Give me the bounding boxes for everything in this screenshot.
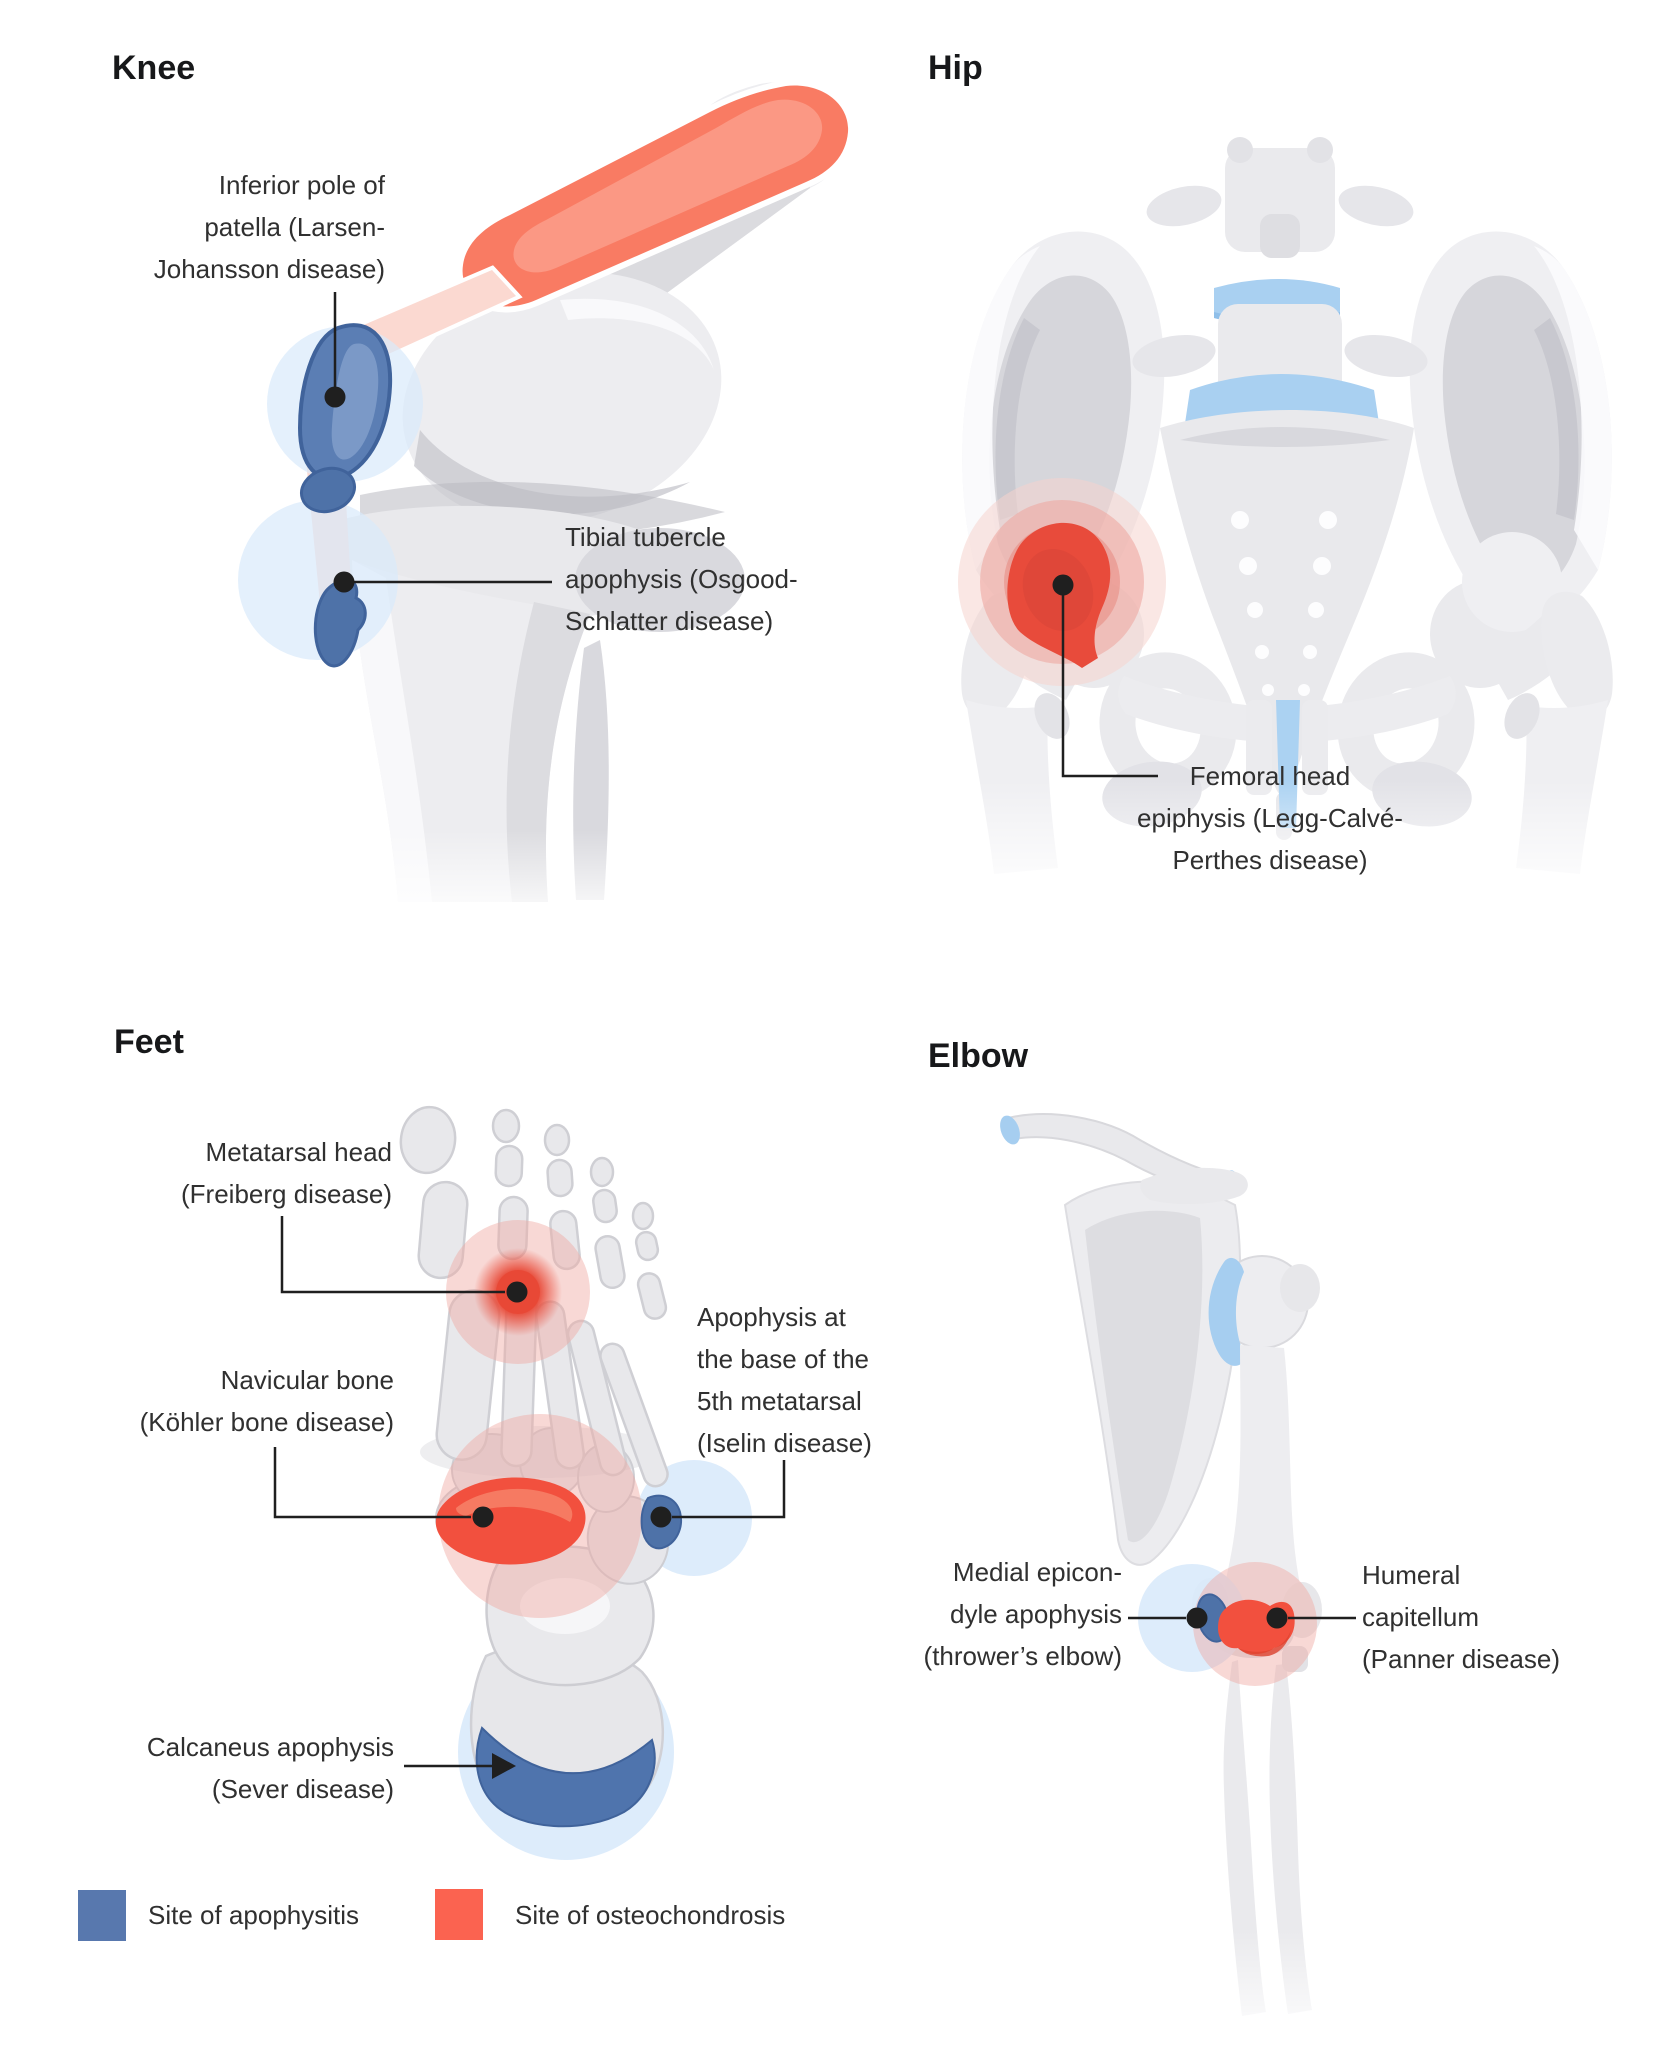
feet-illustration [273, 1105, 786, 1860]
label-fifth-metatarsal: Apophysis at the base of the 5th metatar… [697, 1302, 872, 1458]
arrow-head [492, 1753, 516, 1779]
feet-heading: Feet [114, 1023, 184, 1061]
label-femoral-head: Femoral head epiphysis (Legg-Calvé- Pert… [1137, 761, 1403, 875]
knee-illustration [238, 79, 855, 925]
label-patella: Inferior pole of patella (Larsen- Johans… [153, 170, 385, 284]
label-calcaneus: Calcaneus apophysis (Sever disease) [146, 1732, 394, 1804]
marker-dot [1266, 1607, 1288, 1629]
toe-bones [399, 1105, 668, 1320]
legend-label-apophysitis: Site of apophysitis [148, 1900, 360, 1930]
elbow-heading: Elbow [928, 1037, 1029, 1075]
hip-illustration [930, 137, 1650, 900]
label-metatarsal-head: Metatarsal head (Freiberg disease) [181, 1137, 392, 1209]
radius-bone [1269, 1664, 1312, 2014]
label-capitellum: Humeral capitellum (Panner disease) [1362, 1560, 1560, 1674]
leader-line [280, 1216, 505, 1294]
legend-swatch-apophysitis [78, 1890, 126, 1941]
marker-dot [1186, 1607, 1208, 1629]
marker-dot [506, 1281, 528, 1303]
hip-heading: Hip [928, 49, 983, 87]
shoulder-cartilage [1208, 1257, 1246, 1366]
label-navicular: Navicular bone (Köhler bone disease) [139, 1365, 394, 1437]
acromion [1140, 1167, 1248, 1205]
knee-heading: Knee [112, 49, 196, 87]
femoral-condyle [402, 272, 722, 524]
tibial-tubercle-apophysitis-site [313, 578, 367, 668]
marker-dot [472, 1506, 494, 1528]
legend-label-osteochondrosis: Site of osteochondrosis [515, 1900, 786, 1930]
legend-swatch-osteochondrosis [435, 1889, 483, 1940]
leader-line [672, 1460, 786, 1519]
metatarsal-bones [435, 1288, 669, 1488]
marker-dot [650, 1506, 672, 1528]
marker-dot [1052, 574, 1074, 596]
humerus-bone [1224, 1345, 1302, 1624]
clavicle-cartilage [1000, 1115, 1020, 1145]
ulna-bone [1223, 1660, 1266, 2016]
marker-dot [324, 386, 346, 408]
navicular-osteochondrosis-site [435, 1414, 642, 1618]
label-tibial-tubercle: Tibial tubercle apophysis (Osgood- Schla… [565, 522, 798, 636]
marker-dot [333, 571, 355, 593]
elbow-illustration [1000, 1113, 1370, 2048]
leader-line [273, 1447, 471, 1519]
lumbar-spine [1132, 137, 1428, 449]
label-medial-epicondyle: Medial epicon- dyle apophysis (thrower’s… [923, 1557, 1122, 1671]
calcaneus-apophysitis-site [475, 1726, 656, 1828]
leader-line [1061, 592, 1158, 778]
